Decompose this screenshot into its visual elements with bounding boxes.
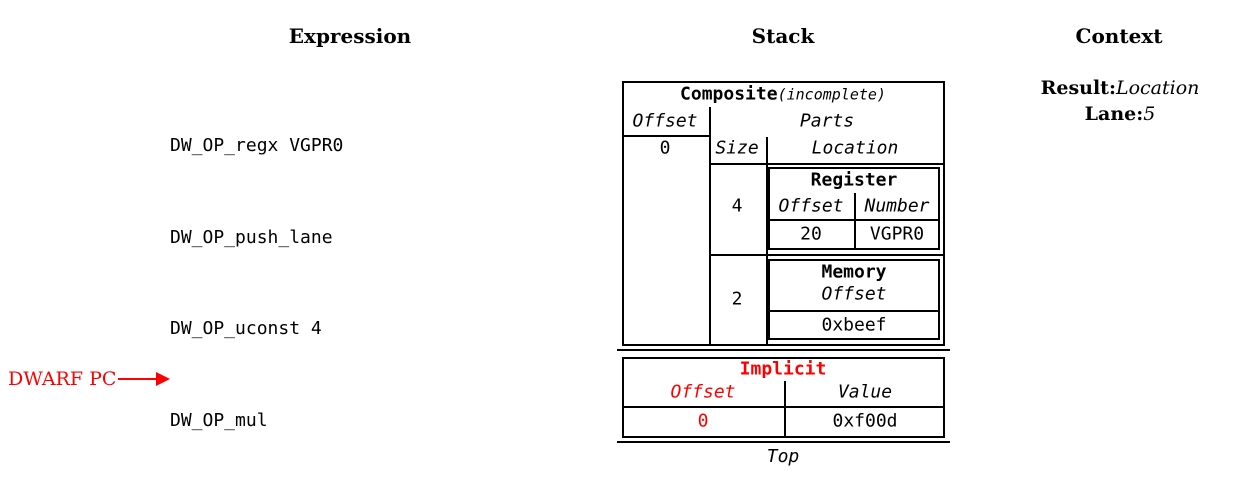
context-column-header: Context	[1075, 24, 1163, 48]
stack-separator-lower	[617, 441, 950, 443]
composite-parts-header: Parts	[799, 110, 855, 132]
register-location-table: Register Offset Number 20 VGPR0	[768, 167, 940, 250]
part1-size-value: 4	[731, 195, 743, 217]
result-value: Location	[1115, 77, 1200, 99]
size-location-header-rule	[711, 163, 943, 165]
offset-parts-divider	[709, 107, 711, 344]
stack-separator-upper	[617, 349, 950, 351]
register-number-value: VGPR0	[869, 223, 925, 245]
lane-value: 5	[1143, 103, 1156, 125]
expression-op-list: DW_OP_regx VGPR0 DW_OP_push_lane DW_OP_u…	[170, 70, 376, 500]
register-header-rule	[770, 219, 938, 221]
memory-title: Memory	[821, 261, 887, 283]
implicit-offset-header: Offset	[670, 381, 736, 403]
register-offset-value: 20	[800, 223, 822, 245]
implicit-value-header: Value	[837, 381, 893, 403]
stack-top-label: Top	[766, 446, 800, 467]
dwarf-pc-label: DWARF PC	[8, 368, 117, 390]
implicit-column-divider	[784, 381, 786, 436]
implicit-title: Implicit	[739, 358, 827, 380]
memory-location-table: Memory Offset 0xbeef	[768, 259, 940, 340]
register-title: Register	[810, 169, 898, 191]
memory-header-rule	[770, 310, 938, 312]
dwarf-pc-arrow-line	[118, 378, 157, 380]
offset-header-rule	[624, 135, 709, 137]
size-location-divider	[766, 137, 768, 344]
composite-title-text: Composite	[680, 83, 778, 105]
register-offset-header: Offset	[778, 195, 844, 217]
right-arrow-icon	[156, 372, 171, 386]
stack-column-header: Stack	[751, 24, 815, 48]
register-number-header: Number	[864, 195, 930, 217]
memory-offset-value: 0xbeef	[821, 314, 887, 336]
implicit-value: 0xf00d	[832, 410, 898, 432]
parts-row-divider	[711, 254, 943, 256]
composite-stack-entry: Composite(incomplete) Offset Parts 0 Siz…	[622, 81, 945, 346]
composite-size-header: Size	[715, 137, 759, 159]
dwarf-pc-pointer: DWARF PC	[8, 368, 171, 390]
composite-title: Composite(incomplete)	[680, 84, 886, 105]
composite-offset-value: 0	[659, 137, 671, 159]
implicit-stack-entry: Implicit Offset Value 0 0xf00d	[622, 357, 945, 438]
memory-offset-header: Offset	[821, 283, 887, 305]
lane-label: Lane:	[1084, 103, 1144, 125]
composite-offset-header: Offset	[632, 110, 698, 132]
context-result-line: Result:Location	[1020, 78, 1220, 99]
implicit-offset-value: 0	[697, 410, 709, 432]
context-lane-line: Lane:5	[1020, 104, 1220, 125]
expression-op: DW_OP_uconst 4	[170, 318, 322, 339]
composite-incomplete-note: (incomplete)	[777, 85, 886, 104]
composite-location-header: Location	[811, 137, 899, 159]
implicit-header-rule	[624, 406, 943, 408]
result-label: Result:	[1040, 77, 1116, 99]
expression-op: DW_OP_regx VGPR0	[170, 135, 344, 156]
expression-op: DW_OP_mul	[170, 409, 268, 431]
expression-column-header: Expression	[288, 24, 412, 48]
part2-size-value: 2	[731, 288, 743, 310]
expression-op: DW_OP_push_lane	[170, 226, 333, 248]
